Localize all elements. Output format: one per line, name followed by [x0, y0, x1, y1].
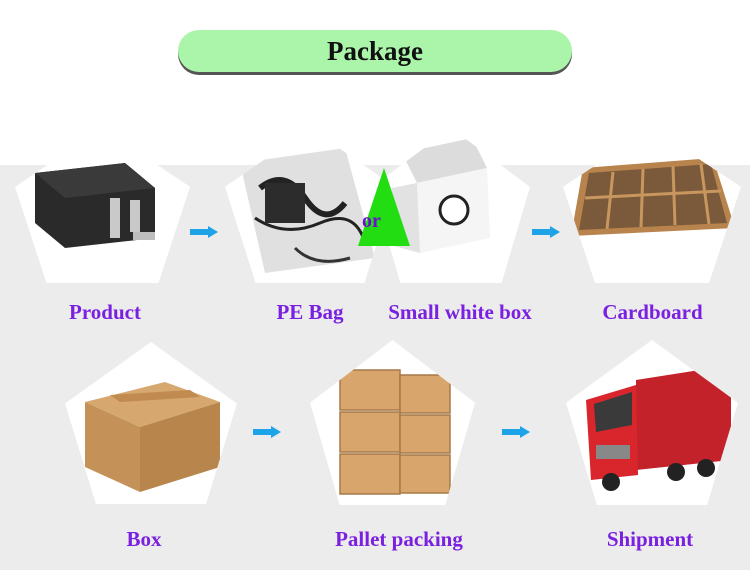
label-pallet-packing: Pallet packing	[335, 527, 463, 551]
cardboard-image-frame	[563, 128, 741, 283]
product-image-frame	[15, 128, 190, 283]
label-small-white-box: Small white box	[388, 300, 532, 324]
arrow-right-icon	[532, 226, 560, 238]
truck-image	[586, 365, 731, 491]
label-product: Product	[69, 300, 141, 324]
or-triangle	[358, 168, 410, 246]
cardboard-box-image	[571, 158, 735, 236]
arrow-right-icon	[502, 426, 530, 438]
or-connector: or	[362, 210, 381, 232]
arrow-right-icon	[253, 426, 281, 438]
page-title: Package	[327, 36, 423, 66]
label-box: Box	[126, 527, 162, 551]
label-pe-bag: PE Bag	[276, 300, 344, 324]
label-cardboard: Cardboard	[602, 300, 703, 324]
title-banner: Package	[178, 30, 572, 72]
power-adapter-image	[35, 163, 155, 248]
pallet-boxes-image	[339, 369, 451, 495]
label-shipment: Shipment	[606, 527, 694, 551]
shipping-box-image	[85, 382, 220, 492]
pe-bag-image	[240, 148, 375, 273]
arrow-right-icon	[190, 226, 218, 238]
